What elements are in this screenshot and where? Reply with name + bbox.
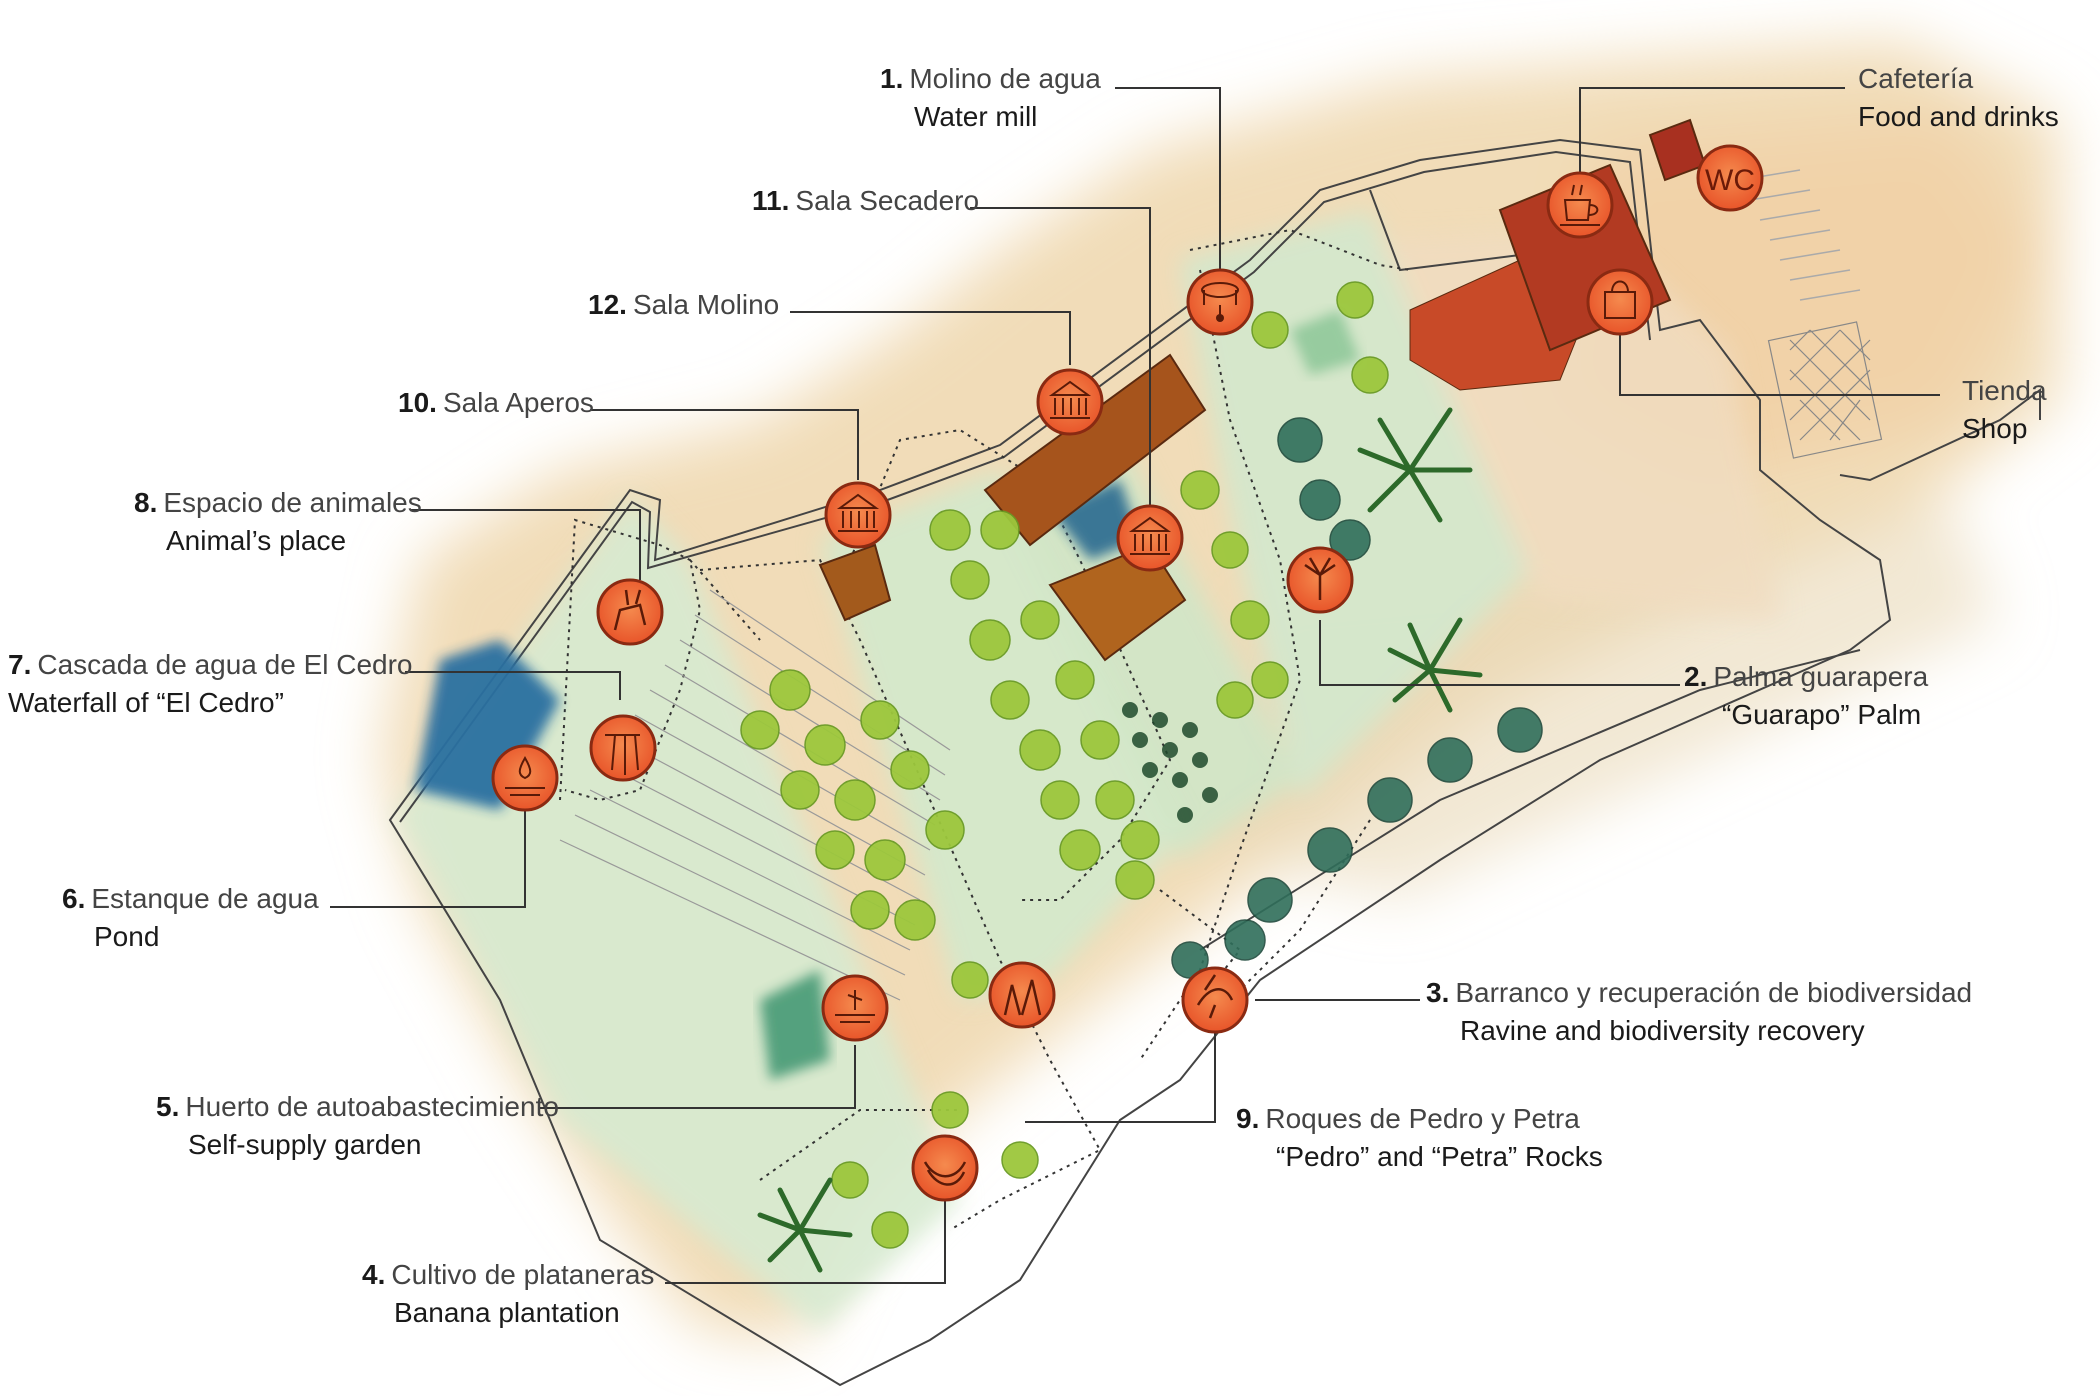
label-pond: 6.Estanque de agua Pond	[62, 883, 319, 952]
waterfall-marker[interactable]	[589, 714, 657, 782]
pond-marker[interactable]	[491, 744, 559, 812]
banana-marker[interactable]	[911, 1134, 979, 1202]
sala-aperos-marker[interactable]	[824, 481, 892, 549]
label-water-mill: 1.Molino de agua Water mill	[880, 63, 1101, 132]
rocks-marker[interactable]	[988, 961, 1056, 1029]
leader-lines	[330, 87, 1940, 1284]
cafe-marker[interactable]	[1546, 171, 1614, 239]
label-waterfall: 7.Cascada de agua de El Cedro Waterfall …	[8, 649, 413, 718]
label-sala-molino: 12.Sala Molino	[588, 289, 780, 320]
label-garden: 5.Huerto de autoabastecimiento Self-supp…	[156, 1091, 559, 1160]
label-palm: 2.Palma guarapera “Guarapo” Palm	[1684, 661, 1929, 730]
label-sala-secadero: 11.Sala Secadero	[752, 185, 980, 216]
label-rocks: 9.Roques de Pedro y Petra “Pedro” and “P…	[1236, 1103, 1603, 1172]
palm-marker[interactable]	[1286, 546, 1354, 614]
label-banana: 4.Cultivo de plataneras Banana plantatio…	[362, 1259, 655, 1328]
trees	[740, 281, 1543, 1273]
garden-marker[interactable]	[821, 974, 889, 1042]
markers: WC	[491, 144, 1764, 1202]
label-shop: Tienda Shop	[1962, 375, 2047, 444]
label-sala-aperos: 10.Sala Aperos	[398, 387, 594, 418]
sala-secadero-marker[interactable]	[1116, 504, 1184, 572]
wc-marker[interactable]: WC	[1696, 144, 1764, 212]
label-cafeteria: Cafetería Food and drinks	[1858, 63, 2059, 132]
sala-molino-marker[interactable]	[1036, 368, 1104, 436]
wc-text: WC	[1705, 164, 1755, 197]
animals-marker[interactable]	[596, 578, 664, 646]
water-mill-marker[interactable]	[1186, 268, 1254, 336]
hatched-area	[1767, 321, 1883, 459]
pond	[415, 310, 1360, 1080]
label-animals: 8.Espacio de animales Animal’s place	[134, 487, 422, 556]
ravine-marker[interactable]	[1181, 966, 1249, 1034]
label-ravine: 3.Barranco y recuperación de biodiversid…	[1426, 977, 1973, 1046]
shop-marker[interactable]	[1586, 268, 1654, 336]
